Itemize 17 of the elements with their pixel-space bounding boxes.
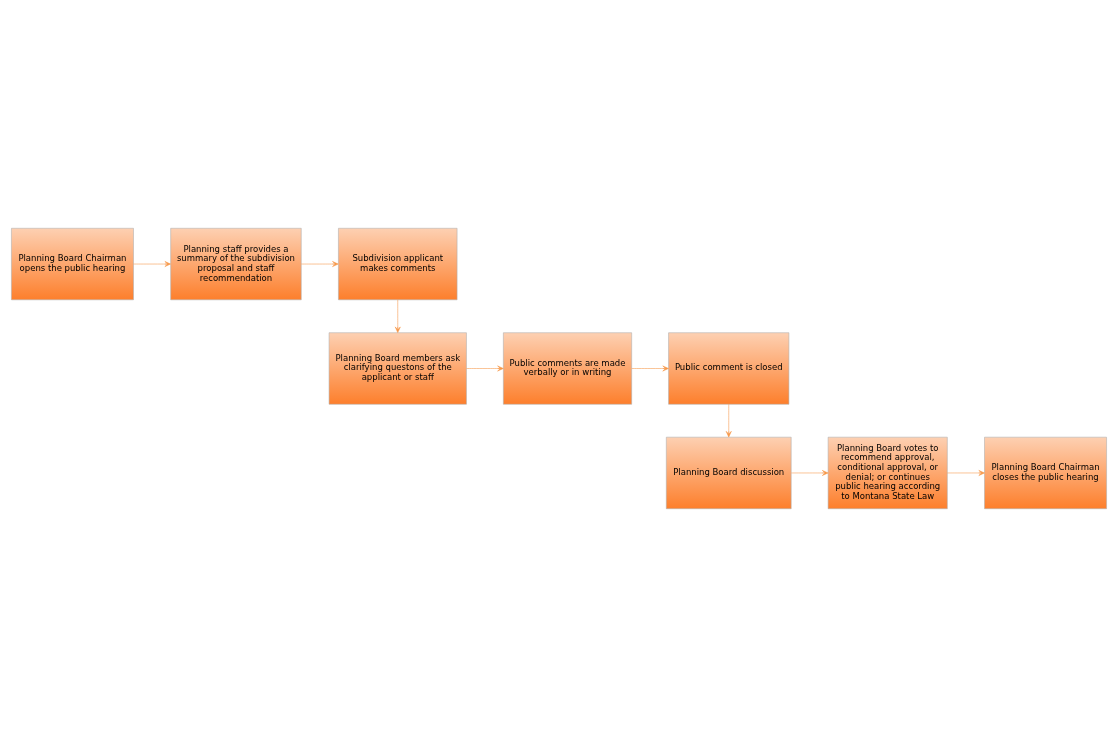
node-box: Planning staff provides a summary of the subdivision proposal and staff recommendation <box>170 227 302 300</box>
node-box: Public comment is closed <box>668 331 790 405</box>
node-box: Planning Board Chairman closes the public hearing <box>984 436 1107 509</box>
arrow <box>791 469 829 476</box>
node-box: Planning Board discussion <box>666 436 792 509</box>
arrow <box>394 299 401 333</box>
arrow <box>301 260 339 267</box>
node-box: Planning Board Chairman opens the public hearing <box>11 227 134 300</box>
node-box: Planning Board members ask clarifying questons of the applicant or staff <box>328 331 467 405</box>
arrow <box>466 365 504 371</box>
node-box: Planning Board votes to recommend approval, conditional approval, or denial; or continues public hearing according to Montana State Law <box>827 436 948 509</box>
arrow <box>631 365 669 371</box>
node-box: Subdivision applicant makes comments <box>338 227 458 300</box>
node-box: Public comments are made verbally or in writing <box>503 331 632 405</box>
arrow <box>947 469 985 476</box>
arrow <box>133 260 171 267</box>
arrow <box>725 403 732 437</box>
